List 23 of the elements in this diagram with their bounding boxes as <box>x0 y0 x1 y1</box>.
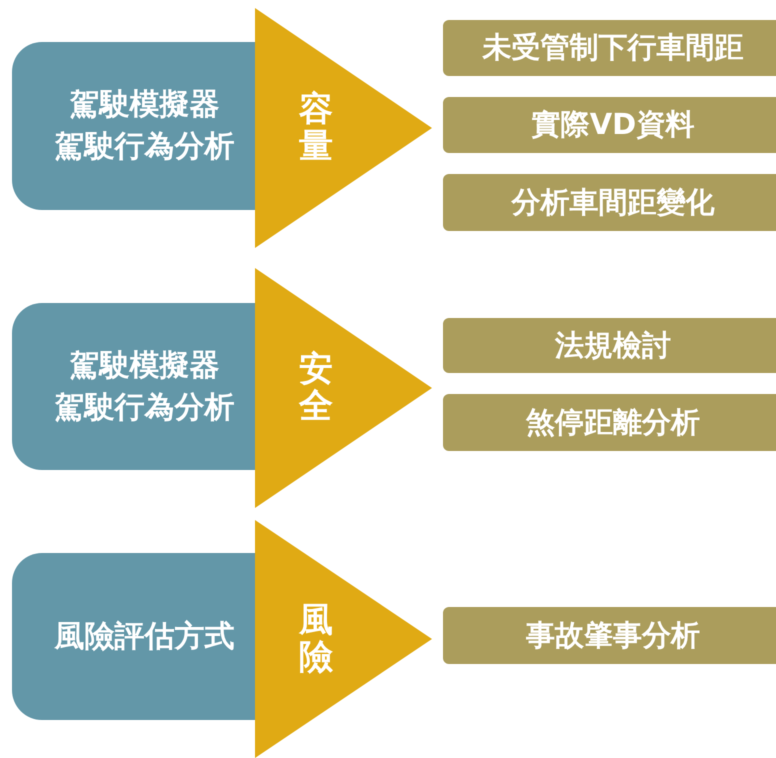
bar-label: 事故肇事分析 <box>526 616 700 654</box>
label-bar <box>443 318 776 373</box>
triangle-label: 安全 <box>299 350 333 426</box>
box-label: 駕駛模擬器 <box>70 346 220 384</box>
rounded-box <box>12 42 255 210</box>
rounded-box <box>12 303 255 470</box>
bar-label: 分析車間距變化 <box>512 184 714 220</box>
bar-label: 法規檢討 <box>555 326 671 364</box>
box-label: 駕駛模擬器 <box>70 86 220 124</box>
box-label: 駕駛行為分析 <box>54 388 234 426</box>
bar-label: 煞停距離分析 <box>526 404 700 440</box>
label-bar <box>443 20 776 76</box>
bar-label: 實際VD資料 <box>532 106 694 143</box>
triangle-label: 風險 <box>299 602 333 676</box>
label-bar <box>443 607 776 664</box>
rounded-box <box>12 553 255 720</box>
box-label: 駕駛行為分析 <box>54 128 234 166</box>
label-bar <box>443 97 776 153</box>
label-bar <box>443 394 776 451</box>
triangle-label: 容量 <box>299 90 333 166</box>
bar-label: 未受管制下行車間距 <box>482 29 744 66</box>
label-bar <box>443 174 776 231</box>
box-label: 風險評估方式 <box>54 618 234 656</box>
